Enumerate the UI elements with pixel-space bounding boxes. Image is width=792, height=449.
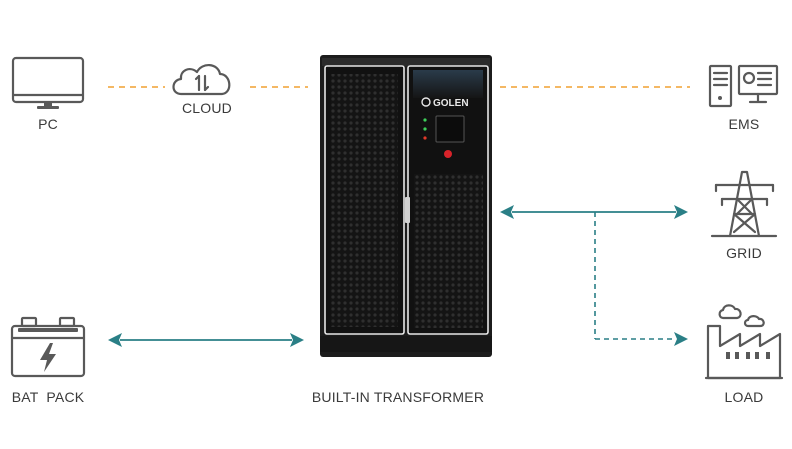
svg-text:GOLEN: GOLEN — [433, 98, 469, 109]
cabinet-door-handle[interactable] — [405, 197, 410, 223]
cabinet-grid-link — [500, 205, 688, 219]
pc-label: PC — [38, 116, 58, 132]
cabinet-touch-screen[interactable] — [435, 115, 465, 143]
monitor-icon — [11, 56, 85, 109]
cloud-sync-icon — [172, 64, 231, 96]
battery-icon — [10, 316, 86, 378]
server-workstation-icon — [708, 64, 779, 108]
grid-label: GRID — [726, 245, 762, 261]
factory-icon — [704, 304, 784, 380]
status-led-green-1 — [423, 118, 427, 122]
bat-pack-label: BAT PACK — [12, 389, 85, 405]
cloud-label: CLOUD — [182, 100, 232, 116]
pcs-cabinet: GOLEN — [320, 55, 492, 357]
power-tower-icon — [710, 170, 778, 238]
status-led-red — [423, 136, 427, 140]
cabinet-label: BUILT-IN TRANSFORMER — [312, 389, 484, 405]
battery-cabinet-link — [108, 333, 304, 347]
golen-logo: GOLEN — [421, 97, 469, 109]
grid-load-link — [594, 212, 688, 346]
status-led-green-2 — [423, 127, 427, 131]
emergency-stop-button[interactable] — [444, 150, 452, 158]
ems-label: EMS — [729, 116, 760, 132]
load-label: LOAD — [725, 389, 764, 405]
